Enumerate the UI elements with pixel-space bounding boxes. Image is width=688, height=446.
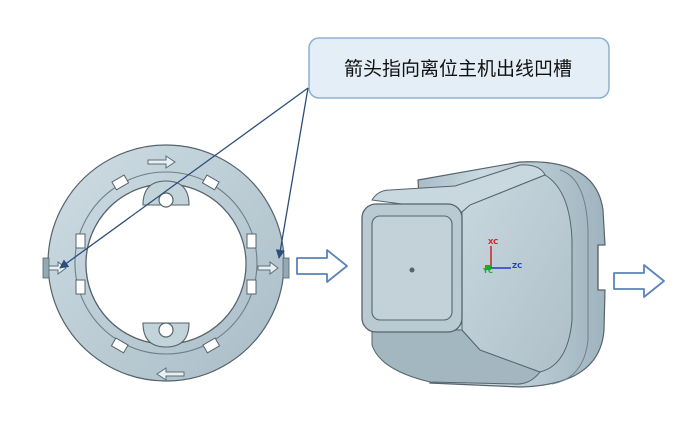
housing-side-face (461, 174, 573, 373)
y-axis-label: YC (482, 267, 493, 275)
leader-lines (59, 87, 309, 269)
y-axis-marker (485, 265, 491, 270)
hollow-right-arrow-icon (613, 264, 665, 298)
screw-boss-bottom (142, 322, 190, 348)
side-recesses (42, 257, 290, 279)
coordinate-axes: XC ZC YC (482, 238, 522, 275)
callout-text: 箭头指向离位主机出线凹槽 (344, 58, 572, 80)
callout: 箭头指向离位主机出线凹槽 (308, 37, 610, 99)
ring-notches (75, 174, 257, 354)
leader-line-left (59, 87, 309, 269)
ring-inner-edge (85, 183, 247, 345)
housing-center-hole (409, 267, 415, 273)
hollow-right-arrow-icon (296, 249, 348, 283)
housing-flange-edge (551, 169, 589, 385)
ring-inner-rim (74, 171, 258, 355)
housing-bottom-face (371, 329, 541, 385)
z-axis-label: ZC (512, 262, 522, 270)
leader-line-right (275, 87, 309, 259)
callout-box (308, 37, 610, 99)
ring-part (42, 144, 290, 382)
housing-top-face (371, 164, 546, 213)
x-axis-label: XC (488, 238, 498, 246)
housing-part: XC ZC YC (361, 161, 606, 388)
